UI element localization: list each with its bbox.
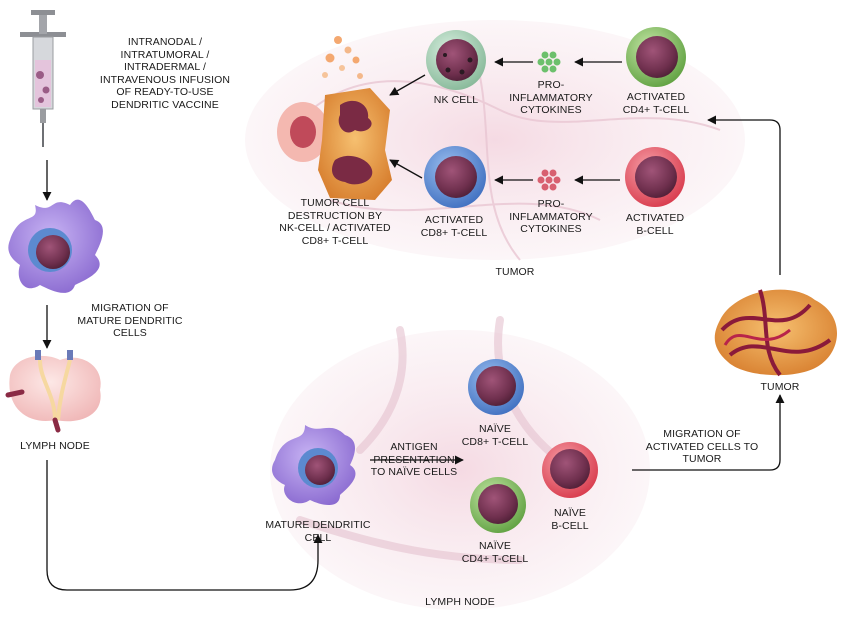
label-antigen-presentation: ANTIGEN PRESENTATION TO NAÏVE CELLS <box>370 441 458 478</box>
activated-cd8-t-cell-icon <box>424 146 486 208</box>
label-naive-cd8: NAÏVE CD8+ T-CELL <box>461 423 529 448</box>
label-tumor-top: TUMOR <box>495 266 535 278</box>
label-mature-dc: MATURE DENDRITIC CELL <box>265 519 371 544</box>
label-cytokines-top: PRO- INFLAMMATORY CYTOKINES <box>509 79 593 116</box>
cytokines-bottom-icon <box>537 169 561 191</box>
tumor-region-background <box>245 20 745 260</box>
label-migration-activated: MIGRATION OF ACTIVATED CELLS TO TUMOR <box>645 428 759 465</box>
naive-b-cell-icon <box>542 442 598 498</box>
syringe-icon <box>20 10 66 147</box>
label-activated-cd8: ACTIVATED CD8+ T-CELL <box>420 214 488 239</box>
label-naive-b: NAÏVE B-CELL <box>551 507 589 532</box>
label-migration-dc: MIGRATION OF MATURE DENDRITIC CELLS <box>77 302 183 339</box>
naive-cd4-t-cell-icon <box>470 477 526 533</box>
arrow-cd8-to-tumor <box>389 159 423 179</box>
tumor-cell-destruction-icon <box>277 36 392 200</box>
arrow-lymph-to-tumor <box>632 394 785 471</box>
lymph-node-icon <box>5 350 101 433</box>
label-nk-cell: NK CELL <box>433 94 479 106</box>
label-lymph-node-bottom: LYMPH NODE <box>425 596 495 608</box>
dendritic-cell-icon <box>8 199 103 293</box>
arrow-nk-to-tumor <box>389 74 426 96</box>
naive-cd8-t-cell-icon <box>468 359 524 415</box>
activated-cd4-t-cell-icon <box>626 27 686 87</box>
nk-cell-icon <box>426 30 486 90</box>
label-naive-cd4: NAÏVE CD4+ T-CELL <box>461 540 529 565</box>
arrow-tumor-to-activated <box>707 115 781 275</box>
tumor-icon <box>714 289 838 377</box>
arrow-lymph-to-mature-dc <box>46 460 323 591</box>
label-activated-b: ACTIVATED B-CELL <box>625 212 685 237</box>
cytokines-top-icon <box>537 51 561 73</box>
activated-b-cell-icon <box>625 147 685 207</box>
label-activated-cd4: ACTIVATED CD4+ T-CELL <box>622 91 690 116</box>
label-cytokines-bottom: PRO- INFLAMMATORY CYTOKINES <box>509 198 593 235</box>
label-lymph-node-left: LYMPH NODE <box>20 440 90 452</box>
label-tumor-destruction: TUMOR CELL DESTRUCTION BY NK-CELL / ACTI… <box>279 197 391 247</box>
label-tumor-right: TUMOR <box>760 381 800 393</box>
label-injection: INTRANODAL / INTRATUMORAL / INTRADERMAL … <box>99 36 231 111</box>
mature-dendritic-cell-icon <box>272 425 356 505</box>
